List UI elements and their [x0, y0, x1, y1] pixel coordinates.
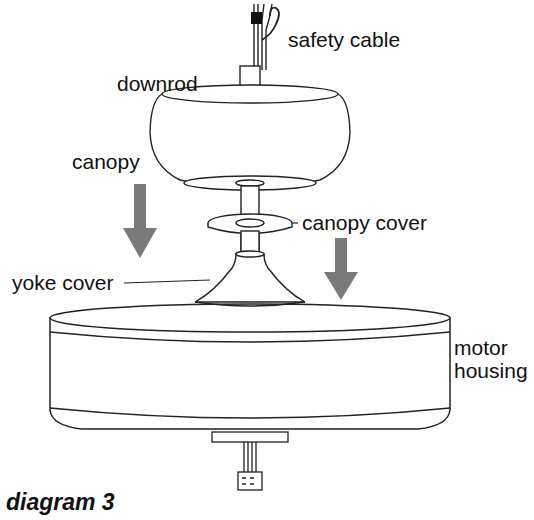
cover-hole — [236, 219, 264, 227]
yoke-base — [195, 302, 305, 306]
leader-lines — [124, 223, 298, 283]
part-label: downrod — [117, 72, 198, 95]
down-arrow — [123, 184, 157, 258]
housing-body — [50, 318, 450, 429]
leader-line — [124, 280, 210, 283]
yoke-cover — [195, 254, 305, 302]
canopy-hole — [236, 180, 264, 186]
mount-plate — [212, 432, 288, 442]
housing-top — [50, 304, 450, 332]
part-label: safety cable — [288, 28, 400, 51]
canopy — [150, 85, 350, 190]
plug-pins — [242, 478, 254, 484]
arrows — [123, 184, 358, 300]
switch-mount — [212, 432, 288, 490]
part-label: canopy cover — [302, 211, 427, 234]
wire-connector — [251, 12, 262, 24]
wire — [262, 4, 264, 70]
canopy-body — [150, 94, 350, 188]
leader-line — [292, 222, 298, 223]
wire — [244, 442, 256, 472]
diagram-caption: diagram 3 — [6, 490, 115, 515]
yoke-rim — [236, 251, 264, 257]
down-arrow — [324, 238, 358, 300]
safety-cable-loop — [262, 8, 279, 40]
housing-band — [50, 332, 450, 342]
wire-plug — [238, 472, 262, 490]
part-label: motor housing — [454, 336, 530, 382]
part-label: canopy — [72, 150, 140, 173]
part-label: yoke cover — [12, 271, 114, 294]
motor-housing — [50, 302, 450, 429]
housing-band — [50, 408, 450, 418]
